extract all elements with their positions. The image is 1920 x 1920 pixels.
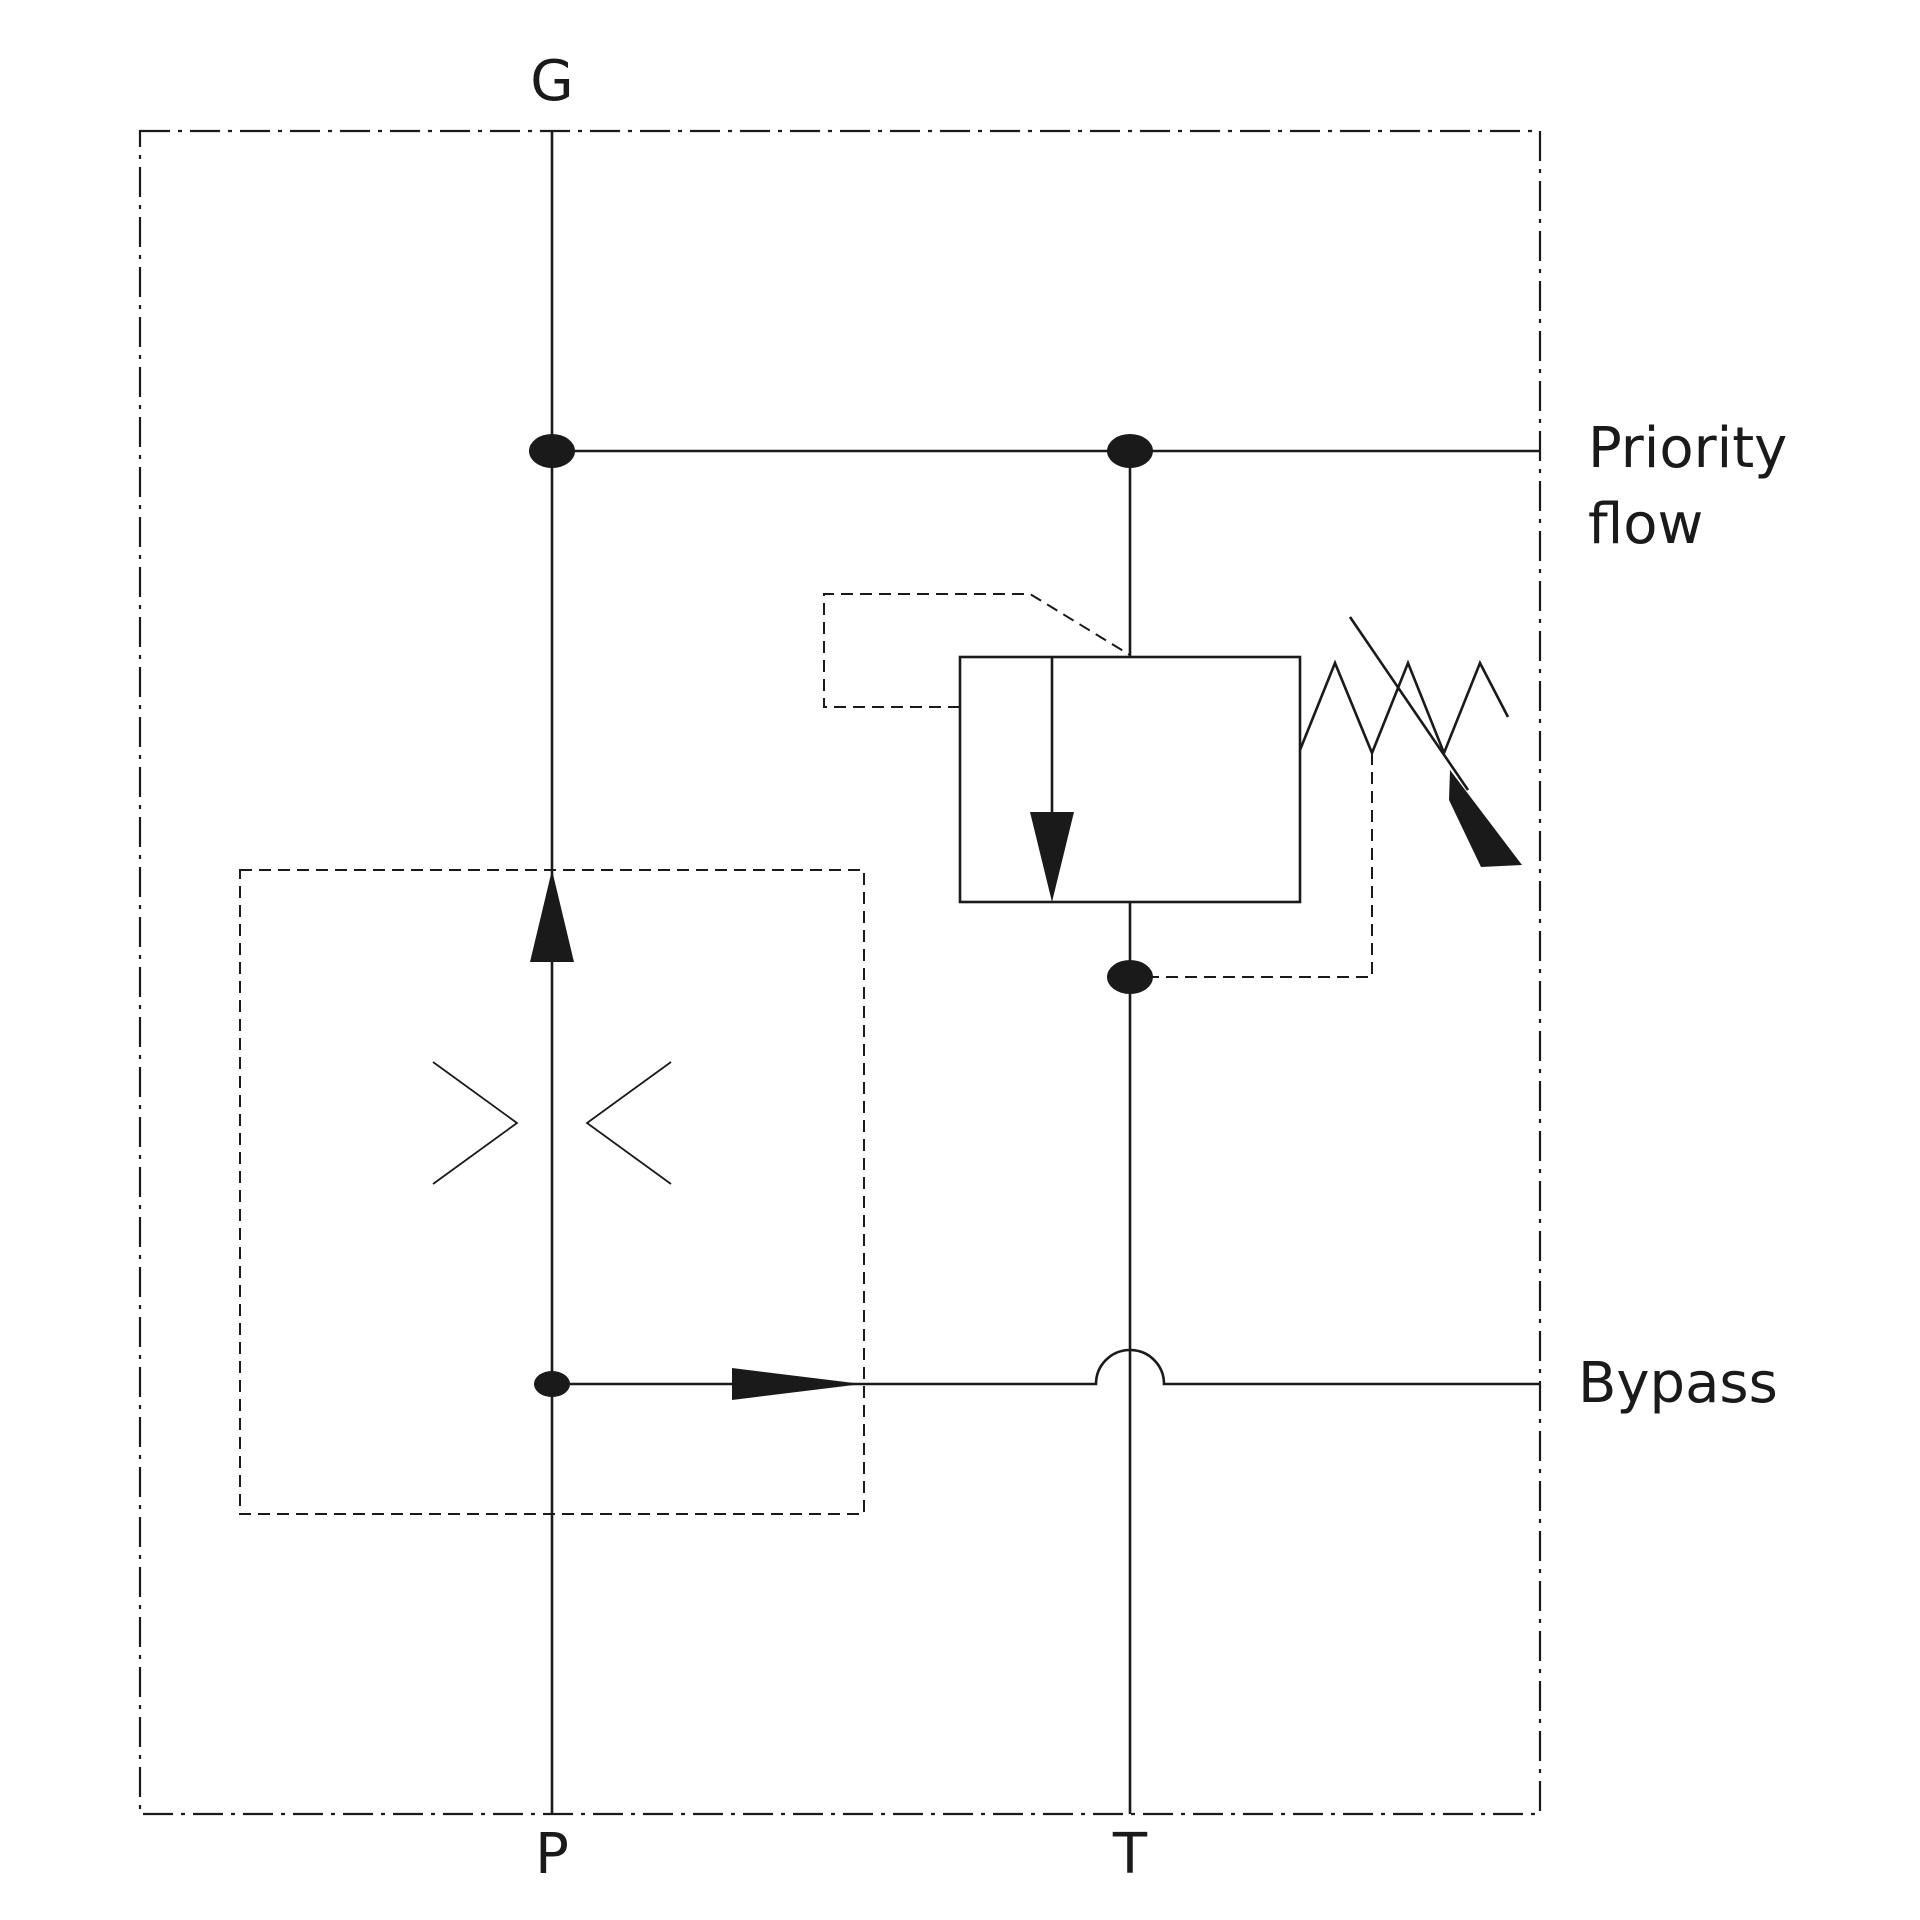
port-t-label: T: [1112, 1822, 1148, 1887]
spring-drain-line: [1130, 753, 1373, 978]
orifice-right: [585, 1061, 672, 1185]
relief-valve-arrow: [1030, 812, 1074, 902]
valve-enclosure: [138, 129, 1542, 1816]
relief-valve-body: [958, 655, 1302, 904]
bypass-label: Bypass: [1578, 1351, 1778, 1416]
priority-flow-label-line2: flow: [1588, 492, 1703, 557]
adjustment-arrow-shaft: [1348, 616, 1470, 791]
adjustment-arrow-head: [1449, 770, 1522, 867]
orifice-left: [432, 1061, 519, 1185]
relief-pilot-line: [823, 593, 1131, 708]
bypass-line: [552, 1348, 1540, 1386]
relief-spring: [1298, 659, 1510, 757]
junction-relief-bottom: [1107, 960, 1153, 994]
port-g-label: G: [530, 49, 573, 114]
priority-flow-label-line1: Priority: [1588, 416, 1787, 481]
priority-flow-arrow: [530, 870, 574, 962]
junction-g-priority: [529, 434, 575, 468]
bypass-arrow: [732, 1368, 862, 1400]
port-p-label: P: [535, 1822, 569, 1887]
